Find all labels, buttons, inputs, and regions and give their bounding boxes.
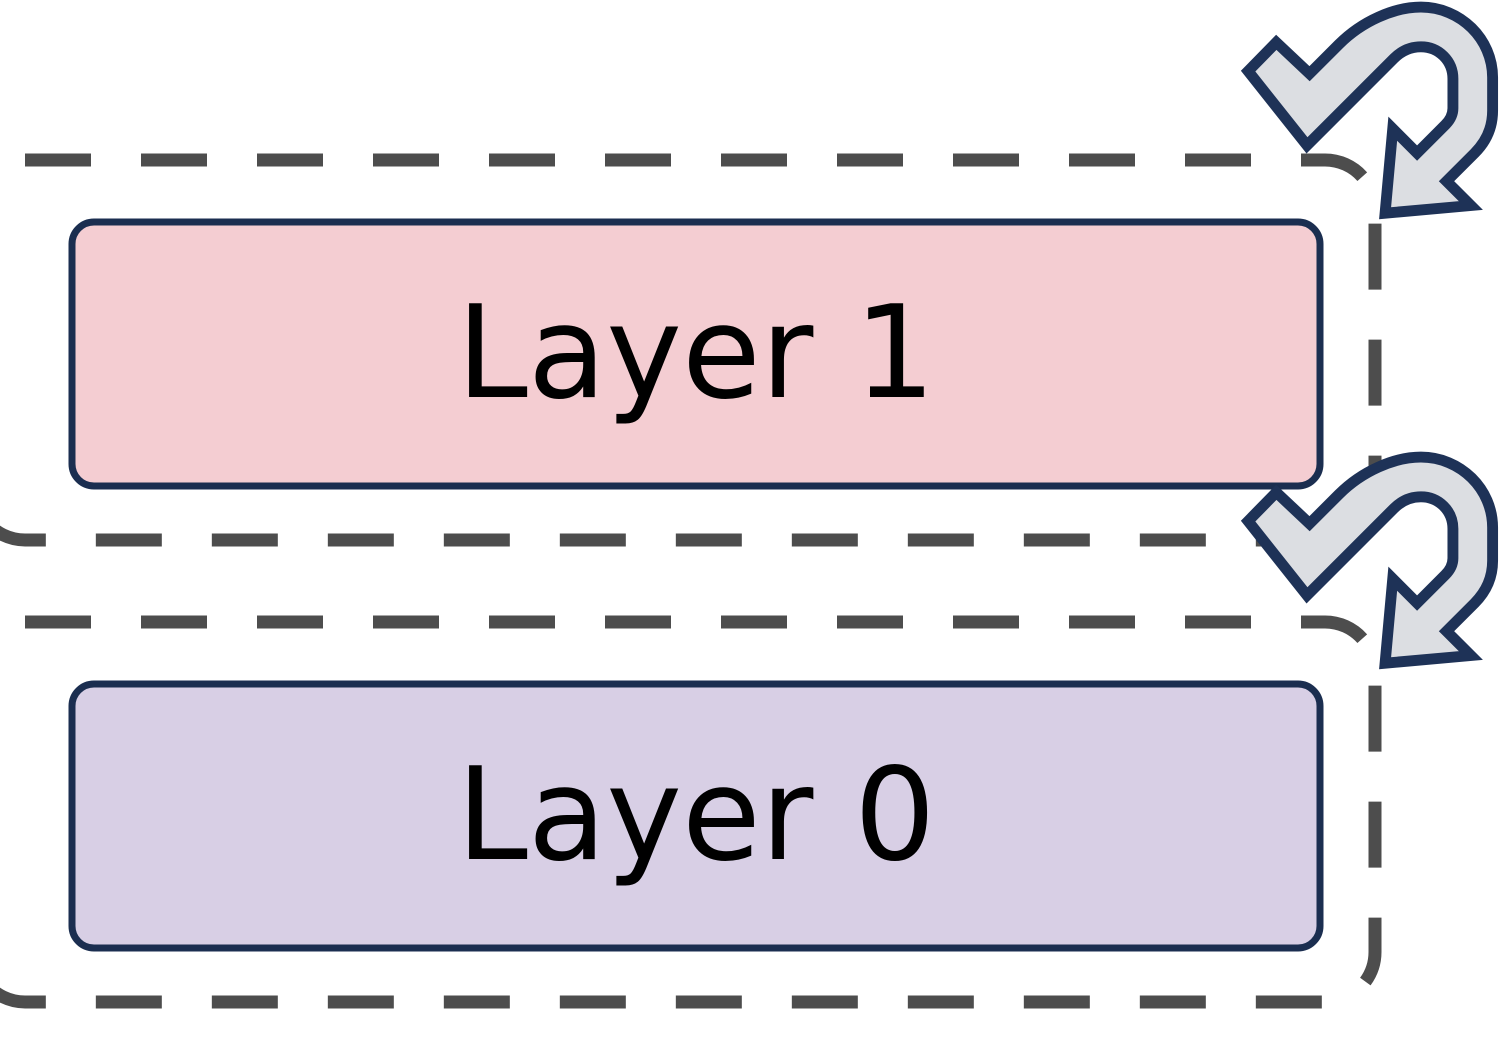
layer-0-label: Layer 0: [456, 741, 936, 890]
u-turn-arrow-icon: [1240, 451, 1499, 670]
u-turn-arrow-icon: [1240, 1, 1499, 220]
layer-1-box[interactable]: [68, 218, 1324, 490]
layer-0-group-dashed-border: [0, 615, 1382, 1009]
layer-1-group-dashed-border: [0, 153, 1382, 547]
recurrent-arrow-layer1[interactable]: [1240, 1, 1499, 220]
layer-0-box[interactable]: [68, 680, 1324, 952]
recurrent-arrow-layer0[interactable]: [1240, 451, 1499, 670]
layer-1-label: Layer 1: [456, 279, 936, 428]
